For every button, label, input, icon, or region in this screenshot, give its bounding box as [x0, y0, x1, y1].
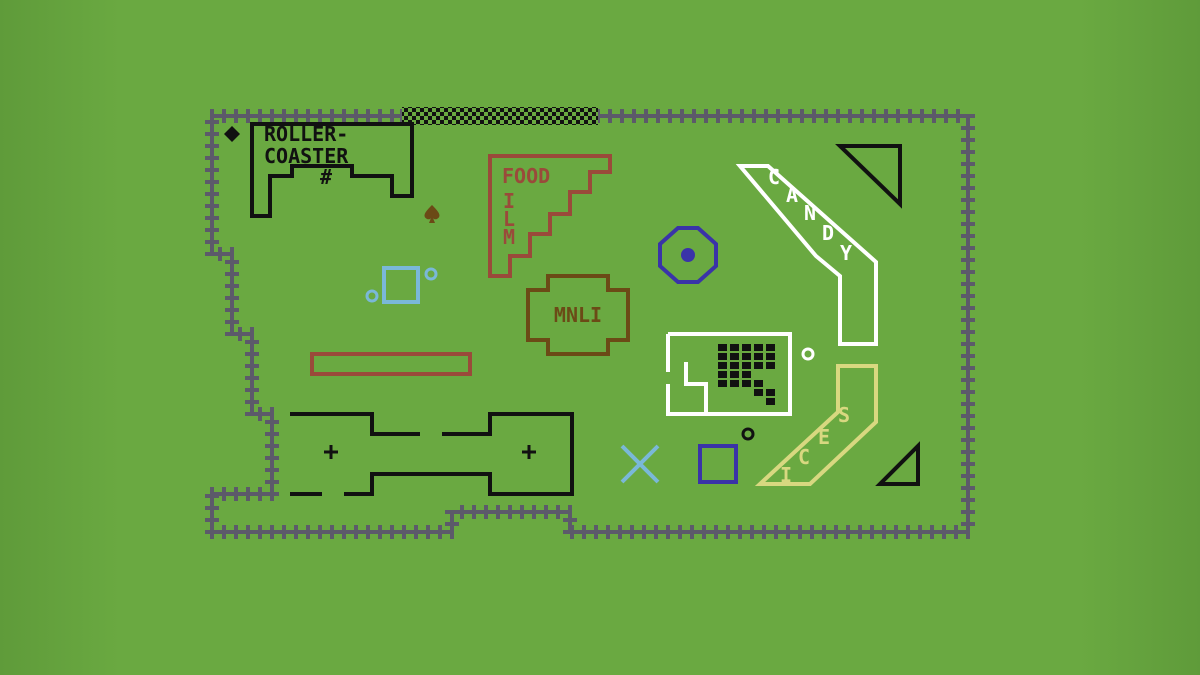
roller-coaster-marker: # — [320, 165, 332, 189]
grid-cell — [754, 353, 763, 360]
film-letter-m: M — [503, 225, 515, 249]
triangle-ride-top[interactable] — [835, 144, 902, 209]
grid-cell — [718, 344, 727, 351]
triangle-ride-bottom[interactable] — [875, 441, 920, 486]
cross-mark-icon — [620, 444, 660, 484]
food-film-ride[interactable]: FOOD I L M — [488, 154, 612, 278]
grid-cell — [742, 353, 751, 360]
grid-cell — [730, 362, 739, 369]
grid-cell — [754, 380, 763, 387]
blue-octagon-ride[interactable] — [658, 226, 718, 284]
grid-cell — [742, 380, 751, 387]
building-grid — [718, 344, 775, 405]
mnli-label: MNLI — [554, 303, 602, 327]
candy-letter-y: Y — [840, 241, 852, 265]
grid-cell — [766, 398, 775, 405]
grid-cell — [730, 371, 739, 378]
ices-letter-e: E — [818, 425, 830, 449]
park-fence — [205, 109, 975, 539]
grid-cell — [766, 344, 775, 351]
blue-square-ride[interactable] — [698, 444, 738, 484]
grid-cell — [766, 362, 775, 369]
grid-cell — [742, 371, 751, 378]
candy-letter-d: D — [822, 221, 834, 245]
path-bar[interactable] — [310, 352, 472, 376]
grid-cell — [718, 362, 727, 369]
candy-ride[interactable]: C A N D Y — [735, 164, 878, 346]
candy-letter-c: C — [768, 165, 780, 189]
roller-coaster-label-1: ROLLER- — [264, 122, 348, 146]
candy-letter-a: A — [786, 183, 798, 207]
light-blue-square-ride[interactable] — [365, 266, 438, 304]
grid-cell — [730, 380, 739, 387]
white-grid-building[interactable] — [666, 332, 815, 416]
food-label: FOOD — [502, 164, 550, 188]
spade-icon — [424, 205, 440, 223]
grid-cell — [754, 362, 763, 369]
film-letter-l: L — [503, 207, 515, 231]
ices-ride[interactable]: I C E S — [754, 364, 878, 487]
diamond-icon — [224, 126, 240, 142]
grid-cell — [718, 371, 727, 378]
ices-letter-i: I — [780, 463, 792, 487]
ices-letter-c: C — [798, 445, 810, 469]
grid-cell — [718, 353, 727, 360]
grid-cell — [754, 344, 763, 351]
grid-cell — [766, 353, 775, 360]
candy-letter-n: N — [804, 201, 816, 225]
roller-coaster-label-2: COASTER — [264, 144, 349, 168]
grid-cell — [742, 362, 751, 369]
black-ring-marker — [741, 427, 755, 441]
dumbbell-building[interactable] — [290, 412, 574, 496]
grid-cell — [718, 380, 727, 387]
mnli-building[interactable]: MNLI — [526, 274, 630, 356]
plus-icon — [522, 445, 536, 459]
grid-cell — [730, 344, 739, 351]
film-letter-i: I — [503, 189, 515, 213]
park-entrance-checkered[interactable] — [402, 107, 598, 125]
ices-letter-s: S — [838, 403, 850, 427]
grid-cell — [754, 389, 763, 396]
grid-cell — [766, 389, 775, 396]
grid-cell — [730, 353, 739, 360]
roller-coaster-ride[interactable]: ROLLER- COASTER # — [250, 122, 414, 218]
plus-icon — [324, 445, 338, 459]
grid-cell — [742, 344, 751, 351]
